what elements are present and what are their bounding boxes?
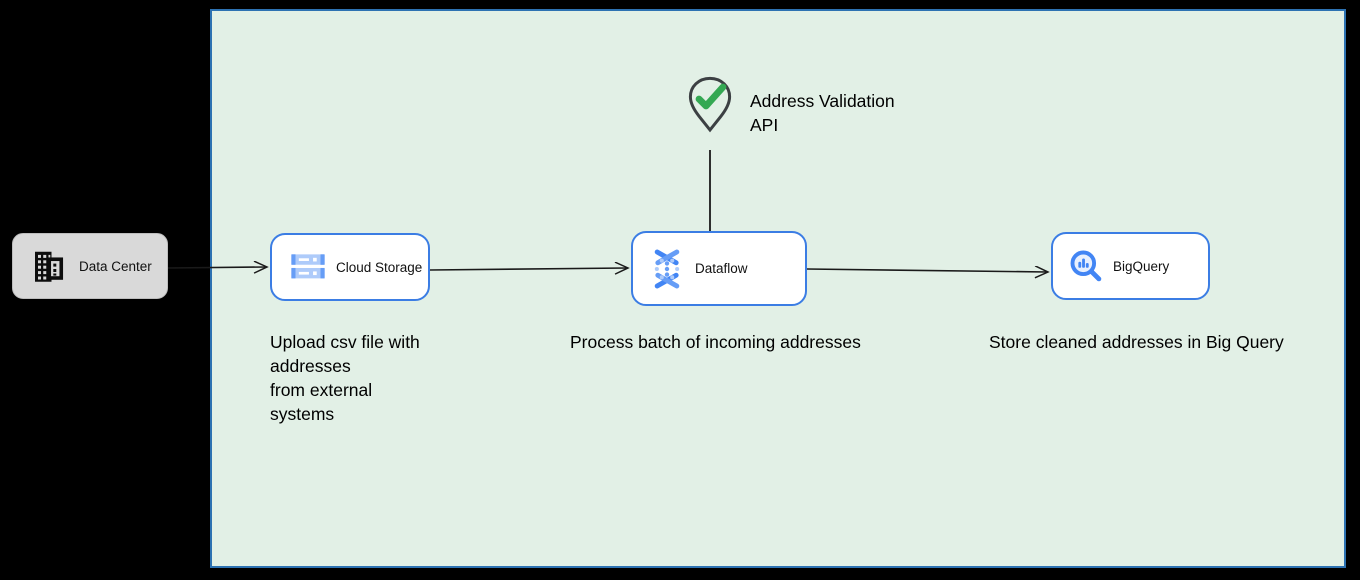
caption-bigquery: Store cleaned addresses in Big Query — [989, 332, 1284, 352]
caption-cloud-storage: Upload csv file with addresses from exte… — [270, 332, 420, 424]
data-center-icon — [29, 248, 65, 284]
node-label-data-center: Data Center — [79, 258, 152, 274]
node-data-center[interactable]: Data Center — [12, 233, 168, 299]
node-label-bigquery: BigQuery — [1113, 258, 1170, 274]
node-bigquery[interactable]: BigQuery — [1051, 232, 1210, 300]
cloud-storage-icon — [289, 251, 327, 283]
address-validation-label: Address Validation API — [750, 91, 895, 135]
node-dataflow[interactable]: Dataflow — [631, 231, 807, 306]
address-validation-pin-icon[interactable] — [684, 76, 736, 138]
caption-dataflow: Process batch of incoming addresses — [570, 332, 861, 352]
node-label-cloud-storage: Cloud Storage — [336, 259, 423, 275]
dataflow-icon — [649, 249, 685, 289]
node-label-dataflow: Dataflow — [695, 261, 748, 276]
bigquery-icon — [1068, 248, 1104, 284]
node-cloud-storage[interactable]: Cloud Storage — [270, 233, 430, 301]
